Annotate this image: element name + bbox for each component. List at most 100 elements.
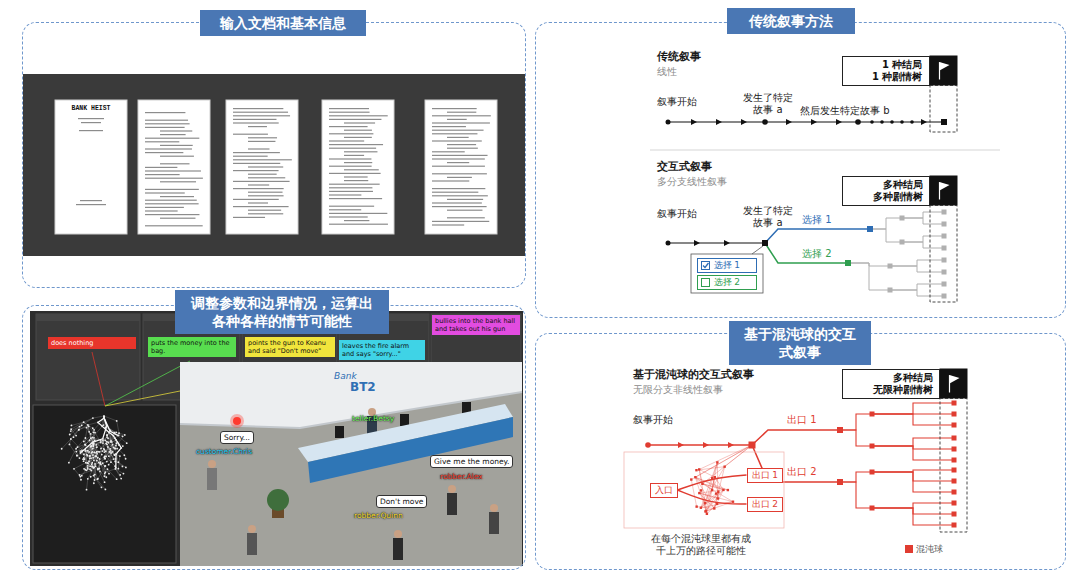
start-dot xyxy=(645,442,651,448)
text-line xyxy=(329,191,373,192)
text-line xyxy=(145,207,184,208)
tree-point xyxy=(116,442,118,444)
tree-edge xyxy=(103,443,114,447)
text-line xyxy=(145,203,199,204)
node-text: 无限种剧情树 xyxy=(849,384,933,396)
arrow-mark xyxy=(921,119,927,125)
ending-box: 多种结局无限种剧情树 xyxy=(842,369,940,399)
tree-point xyxy=(88,425,90,427)
text-line xyxy=(432,166,485,167)
tree-edge xyxy=(76,438,85,449)
person-body xyxy=(247,533,257,555)
arrow-mark xyxy=(728,442,734,448)
tree-point xyxy=(80,479,82,481)
text-line xyxy=(344,162,372,163)
branch-line xyxy=(890,284,944,290)
tree-point xyxy=(107,468,109,470)
story-line xyxy=(648,444,752,446)
tree-point xyxy=(93,443,95,445)
tree-point xyxy=(104,458,106,460)
exit-port: 出口 2 xyxy=(747,497,784,512)
tree-point xyxy=(95,465,97,467)
tree-point xyxy=(110,452,112,454)
text-line xyxy=(329,166,372,167)
document-title: BANK HEIST xyxy=(56,105,126,113)
tree-point xyxy=(95,452,97,454)
tree-point xyxy=(89,468,91,470)
tree-point xyxy=(117,435,119,437)
legend-entry: 混沌球 xyxy=(905,544,943,555)
text-line xyxy=(145,225,203,226)
branch-line xyxy=(872,438,954,446)
plant xyxy=(267,489,289,511)
tree-point xyxy=(91,463,93,465)
tree-point xyxy=(90,445,92,447)
person-body xyxy=(393,538,403,560)
tree-point xyxy=(94,440,96,442)
tree-path xyxy=(109,432,113,435)
text-line xyxy=(145,138,199,139)
tree-edge xyxy=(82,468,88,476)
node-text: 多种剧情树 xyxy=(849,191,923,203)
ball-link xyxy=(701,490,724,508)
flag-cloth xyxy=(940,182,950,190)
tree-point xyxy=(87,465,89,467)
dense-dot xyxy=(900,120,904,124)
tree-point xyxy=(90,446,92,448)
tree-point xyxy=(95,444,97,446)
tree-point xyxy=(99,461,101,463)
subtitle: 无限分支非线性叙事 xyxy=(633,384,723,396)
tree-point xyxy=(92,431,94,433)
tree-point xyxy=(107,446,109,448)
text-line xyxy=(432,188,485,189)
text-line xyxy=(233,152,280,153)
tree-point xyxy=(108,473,110,475)
arrow-mark xyxy=(836,119,842,125)
tree-point xyxy=(117,461,119,463)
text-line xyxy=(145,210,178,211)
tree-point xyxy=(89,455,91,457)
text-line xyxy=(248,192,283,193)
tree-edge xyxy=(116,432,125,435)
character-tag: robber.Quinn xyxy=(354,511,403,520)
tree-point xyxy=(114,454,116,456)
subtitle: 多分支线性叙事 xyxy=(657,176,727,188)
ball-point xyxy=(698,468,700,470)
tree-edge xyxy=(69,444,76,455)
bank-sign: BT2 xyxy=(350,381,376,394)
tree-edge xyxy=(95,456,107,469)
text-line xyxy=(432,180,469,181)
ending-square xyxy=(942,270,947,275)
action-bar: leaves the fire alarm and says "sorry...… xyxy=(339,340,425,360)
tree-edge xyxy=(105,447,108,459)
tree-point xyxy=(120,447,122,449)
ball-point xyxy=(704,510,706,512)
tree-edge xyxy=(62,439,71,449)
text-line xyxy=(233,159,292,160)
tree-edge xyxy=(80,475,81,480)
action-bar: puts the money into the bag. xyxy=(148,337,236,357)
text-line xyxy=(145,127,185,128)
text-line xyxy=(329,148,376,149)
ball-link xyxy=(707,504,717,514)
tree-edge xyxy=(109,462,111,464)
tree-edge xyxy=(104,449,116,459)
ending-square xyxy=(952,501,957,506)
tree-point xyxy=(79,452,81,454)
person-head xyxy=(448,485,456,493)
ball-point xyxy=(717,491,719,493)
tree-point xyxy=(118,432,120,434)
tree-point xyxy=(100,448,102,450)
tree-point xyxy=(87,455,89,457)
text-line xyxy=(447,112,476,113)
script-page xyxy=(138,100,210,234)
text-line xyxy=(160,181,196,182)
tree-point xyxy=(106,434,108,436)
tree-edge xyxy=(92,425,103,437)
text-line xyxy=(145,200,197,201)
node-text: 出口 2 xyxy=(752,499,779,510)
ending-square xyxy=(952,401,957,406)
branch-line xyxy=(902,242,944,248)
tree-edge xyxy=(87,428,91,434)
text-line xyxy=(233,156,268,157)
